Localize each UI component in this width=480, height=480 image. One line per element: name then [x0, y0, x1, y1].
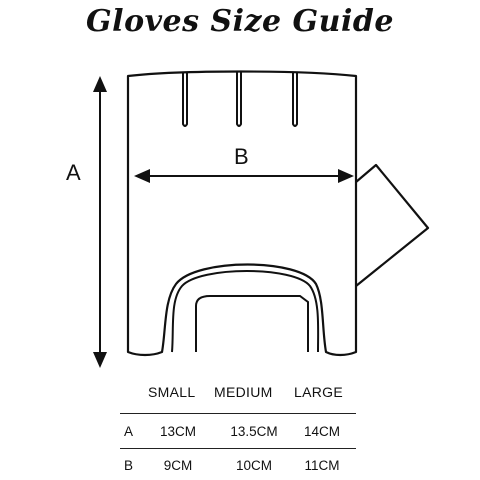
dimension-b-arrow-right: [338, 169, 354, 183]
opening-tab: [195, 295, 309, 352]
cell-b-medium: 10CM: [235, 458, 272, 473]
dimension-b-arrow-left: [134, 169, 150, 183]
opening-band: [171, 270, 320, 353]
table-divider-2: [120, 448, 356, 449]
cell-a-small: 13CM: [159, 424, 196, 439]
finger-slit-3: [292, 72, 298, 127]
cell-a-large: 14CM: [303, 424, 340, 439]
glove-outline: [126, 70, 358, 357]
page-title: Gloves Size Guide: [86, 4, 394, 39]
finger-slit-1: [182, 73, 188, 127]
row-label-a: A: [124, 424, 134, 439]
column-large: LARGE: [294, 384, 343, 400]
finger-slit-2: [236, 71, 242, 127]
dimension-b-label: B: [234, 144, 249, 169]
column-medium: MEDIUM: [214, 384, 273, 400]
dimension-a-label: A: [66, 160, 81, 185]
dimension-a-arrow-top: [93, 76, 107, 92]
thumb-outline: [355, 163, 430, 287]
cell-a-medium: 13.5CM: [230, 424, 278, 439]
column-small: SMALL: [148, 384, 196, 400]
cell-b-small: 9CM: [163, 458, 193, 473]
table-divider-1: [120, 413, 356, 414]
cell-b-large: 11CM: [304, 458, 340, 473]
row-label-b: B: [124, 458, 134, 473]
dimension-a-arrow-bottom: [93, 352, 107, 368]
